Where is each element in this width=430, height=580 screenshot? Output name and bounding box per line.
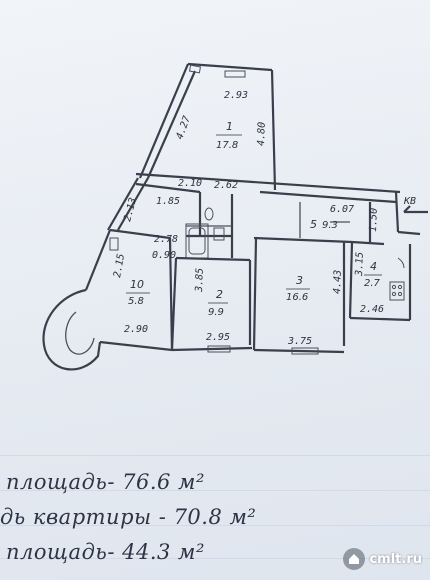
dim-label: 3.85 <box>194 268 206 293</box>
room-2-number: 2 <box>216 288 223 301</box>
room-3-area: 16.6 <box>286 292 308 303</box>
dim-label: 3.75 <box>287 336 312 347</box>
room-1-walls <box>138 62 277 191</box>
room-5-walls <box>253 202 385 246</box>
diagonal-wall-outer <box>107 177 139 231</box>
room-3-number: 3 <box>296 274 303 287</box>
dim-label: 2.95 <box>206 332 230 343</box>
dim-label: 3.15 <box>354 252 366 277</box>
kv-label: КВ <box>403 196 416 207</box>
room-2-area: 9.9 <box>208 307 224 318</box>
paper-rule <box>0 490 430 491</box>
summary-living-area: площадь- 44.3 м² <box>6 540 205 564</box>
paper-rule <box>0 455 430 456</box>
dim-label: 6.07 <box>330 204 354 215</box>
room-3-walls <box>252 237 346 355</box>
service-block <box>185 192 234 259</box>
house-icon <box>343 548 366 570</box>
diagonal-wall <box>117 177 149 231</box>
entrance-marker: КВ <box>403 196 428 214</box>
room-4-area: 2.7 <box>364 278 381 289</box>
paper-rule <box>0 525 430 526</box>
corridor-walls <box>135 172 421 236</box>
room-5-area: 9.3 <box>322 220 338 231</box>
room-10-number: 10 <box>130 278 144 291</box>
dim-label: 1.50 <box>368 208 380 232</box>
room-1-area: 17.8 <box>216 140 238 151</box>
dim-label: 4.27 <box>174 115 193 141</box>
dim-label: 2.15 <box>112 253 127 279</box>
dim-label: 1.85 <box>156 196 180 207</box>
dim-label: 4.43 <box>332 270 344 294</box>
room-4-number: 4 <box>370 260 377 273</box>
floor-plan-drawing: КВ 2.93 4.27 4.80 2.10 2.62 6.07 1.50 1.… <box>42 62 428 371</box>
room-1-number: 1 <box>226 120 233 133</box>
dim-label: 2.62 <box>214 180 238 191</box>
site-watermark: cmlt.ru <box>343 548 422 570</box>
room-10-area: 5.8 <box>128 296 144 307</box>
dim-label: 2.10 <box>178 178 202 189</box>
dim-label: 2.93 <box>224 90 248 101</box>
watermark-text: cmlt.ru <box>369 551 422 567</box>
room-5-number: 5 <box>310 218 317 231</box>
dim-label: 4.80 <box>256 122 268 146</box>
room-10-walls <box>42 228 174 371</box>
summary-apartment-area: дь квартиры - 70.8 м² <box>0 505 257 529</box>
paper-rule <box>0 558 430 559</box>
dim-label: 0.90 <box>152 250 176 261</box>
summary-total-area: площадь- 76.6 м² <box>6 470 205 494</box>
dim-label: 2.90 <box>124 324 148 335</box>
room-4-walls <box>348 241 412 322</box>
dim-label: 2.78 <box>154 234 178 245</box>
dim-label: 2.46 <box>360 304 384 315</box>
